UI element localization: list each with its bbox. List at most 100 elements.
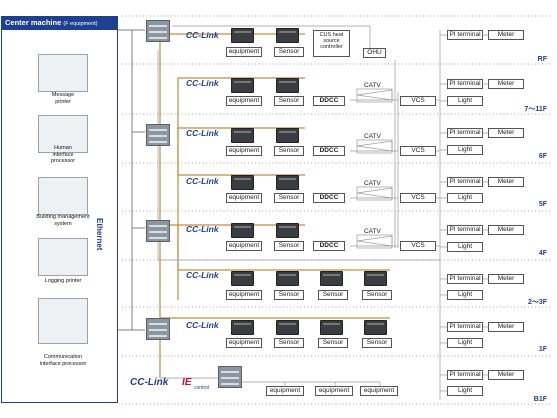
equipment-box: equipment [226,241,262,251]
meter-box: Meter [488,79,524,89]
cclink-label: CC-Link [186,30,219,40]
meter-box: Meter [488,177,524,187]
sensor-box: Sensor [274,290,304,300]
equipment-unit [231,128,254,143]
sensor-box: Sensor [274,193,304,203]
header-subtitle: (F equipment) [63,21,98,27]
controller-panel [146,124,170,146]
equipment-box: equipment [226,47,262,57]
sensor-box: Sensor [274,146,304,156]
header-title: Center machine [5,18,62,27]
light-box: Light [447,96,483,106]
controller-panel [146,220,170,242]
controller-panel [146,318,170,340]
pi-terminal-box: PI terminal [447,225,483,235]
vcs-box: VCS [400,96,436,106]
floor-label-2-3f: 2～3F [527,299,547,306]
cclink-label: CC-Link [186,270,219,280]
catv-label: CATV [364,133,381,140]
communication-interface-processor-image [38,298,88,344]
sensor-box: Sensor [318,338,348,348]
ie-label: IE [182,377,192,388]
equipment-box: equipment [315,386,353,396]
pi-terminal-box: PI terminal [447,274,483,284]
vcs-box: VCS [400,146,436,156]
equipment-box: equipment [226,290,262,300]
sensor-box: Sensor [318,290,348,300]
ddcc-box: DDCC [313,193,345,203]
light-box: Light [447,290,483,300]
human-interface-processor-label: Human interface processor [50,145,76,164]
control-label: control [194,385,210,391]
ddcc-box: DDCC [313,96,345,106]
vcs-box: VCS [400,241,436,251]
light-box: Light [447,145,483,155]
equipment-unit [231,78,254,93]
floor-label-b1f: B1F [533,396,547,403]
cclink-ie-label: CC-Link [130,377,169,388]
equipment-box: equipment [360,386,398,396]
sensor-unit [320,320,343,335]
equipment-unit [231,320,254,335]
pi-terminal-box: PI terminal [447,128,483,138]
sensor-unit [276,78,299,93]
sensor-unit [320,271,343,286]
light-box: Light [447,242,483,252]
meter-box: Meter [488,370,524,380]
sensor-unit [364,271,387,286]
center-machine-box: Message printer Human interface processo… [1,29,118,403]
sensor-box: Sensor [362,290,392,300]
sensor-unit [364,320,387,335]
message-printer-label: Message printer [51,92,75,105]
equipment-box: equipment [266,386,304,396]
equipment-box: equipment [226,96,262,106]
vcs-box: VCS [400,193,436,203]
sensor-unit [276,223,299,238]
equipment-unit [231,28,254,43]
building-management-system-label: Building management system [36,214,90,227]
pi-terminal-box: PI terminal [447,370,483,380]
light-box: Light [447,386,483,396]
sensor-unit [276,128,299,143]
sensor-box: Sensor [274,96,304,106]
ddcc-box: DDCC [313,241,345,251]
sensor-box: Sensor [362,338,392,348]
floor-label-5f: 5F [538,201,547,208]
sensor-unit [276,28,299,43]
controller-panel [146,20,170,42]
meter-box: Meter [488,128,524,138]
sensor-box: Sensor [274,241,304,251]
sensor-box: Sensor [274,47,304,57]
message-printer-image [38,54,88,92]
sensor-unit [276,175,299,190]
meter-box: Meter [488,322,524,332]
cclink-label: CC-Link [186,78,219,88]
sensor-unit [276,271,299,286]
equipment-unit [231,223,254,238]
floor-label-1f: 1F [538,346,547,353]
cclink-label: CC-Link [186,128,219,138]
meter-box: Meter [488,30,524,40]
equipment-unit [231,175,254,190]
cclink-label: CC-Link [186,320,219,330]
catv-label: CATV [364,82,381,89]
pi-terminal-box: PI terminal [447,30,483,40]
meter-box: Meter [488,225,524,235]
floor-label-6f: 6F [538,153,547,160]
pi-terminal-box: PI terminal [447,322,483,332]
ethernet-label: Ethernet [84,218,104,250]
floor-label-7-11f: 7～11F [524,106,547,113]
center-machine-header: Center machine (F equipment) [1,16,118,29]
ohu-box: OHU [363,48,386,58]
building-management-system-image [38,177,88,215]
floor-label-4f: 4F [538,250,547,257]
equipment-box: equipment [226,146,262,156]
cclink-label: CC-Link [186,176,219,186]
sensor-unit [276,320,299,335]
communication-interface-processor-label: Communication interface processor [39,354,87,367]
meter-box: Meter [488,274,524,284]
logging-printer-image [38,238,88,276]
heat-source-controller-box: CUS heat source controller [313,30,350,57]
pi-terminal-box: PI terminal [447,177,483,187]
logging-printer-label: Logging printer [44,278,82,284]
